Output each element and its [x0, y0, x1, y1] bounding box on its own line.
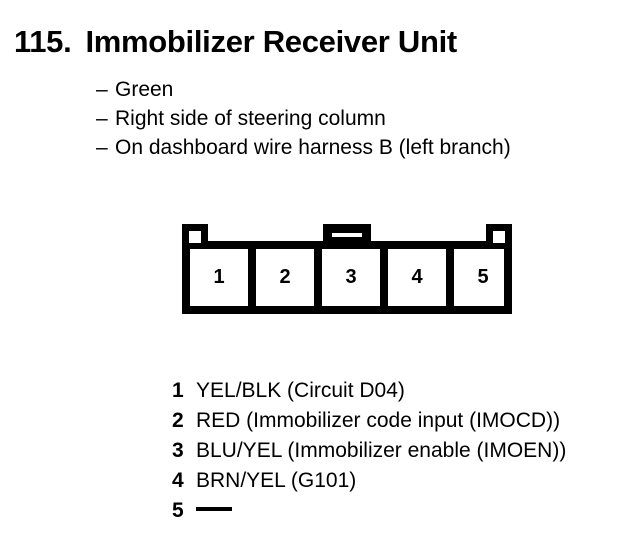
- connector-notch-right-icon: [486, 224, 512, 249]
- cavity-label-1: 1: [213, 266, 225, 288]
- connector-bottom-edge: [182, 306, 512, 314]
- legend-pin-description: YEL/BLK (Circuit D04): [196, 379, 405, 402]
- connector-latch-tab-icon: [323, 224, 371, 249]
- connector-right-edge: [504, 241, 512, 314]
- legend-pin-description: RED (Immobilizer code input (IMOCD)): [196, 409, 561, 432]
- pin-legend: 1 YEL/BLK (Circuit D04) 2 RED (Immobiliz…: [172, 376, 566, 526]
- dash-icon: –: [96, 107, 108, 130]
- cavity-divider: [380, 249, 388, 306]
- legend-row: 4 BRN/YEL (G101): [172, 466, 566, 496]
- unused-pin-rule-icon: [196, 507, 232, 511]
- cavity-label-3: 3: [345, 266, 357, 288]
- legend-pin-number: 5: [172, 499, 184, 522]
- notch-hole: [189, 231, 201, 243]
- notch-hole: [493, 231, 505, 243]
- legend-pin-number: 2: [172, 409, 184, 432]
- legend-pin-number: 3: [172, 439, 184, 462]
- cavity-label-5: 5: [477, 266, 489, 288]
- list-item: – On dashboard wire harness B (left bran…: [96, 133, 511, 162]
- cavity-label-4: 4: [411, 266, 423, 288]
- section-number: 115.: [14, 24, 72, 59]
- cavity-divider: [248, 249, 256, 306]
- legend-pin-number: 4: [172, 469, 184, 492]
- dash-icon: –: [96, 136, 108, 159]
- connector-notch-left-icon: [182, 224, 208, 249]
- list-item-label: Right side of steering column: [115, 107, 386, 130]
- legend-pin-description: BLU/YEL (Immobilizer enable (IMOEN)): [196, 439, 567, 462]
- list-item-label: On dashboard wire harness B (left branch…: [115, 136, 511, 159]
- connector-left-edge: [182, 241, 190, 314]
- legend-row: 1 YEL/BLK (Circuit D04): [172, 376, 566, 406]
- list-item-label: Green: [115, 78, 174, 101]
- cavity-divider: [446, 249, 454, 306]
- page-title: 115. Immobilizer Receiver Unit: [14, 24, 457, 60]
- list-item: – Right side of steering column: [96, 104, 511, 133]
- connector-diagram: 1 2 3 4 5: [182, 224, 512, 314]
- latch-slot: [332, 233, 362, 237]
- list-item: – Green: [96, 75, 511, 104]
- legend-row: 5: [172, 496, 566, 526]
- attribute-list: – Green – Right side of steering column …: [96, 75, 511, 162]
- legend-pin-description: BRN/YEL (G101): [196, 469, 357, 492]
- legend-row: 3 BLU/YEL (Immobilizer enable (IMOEN)): [172, 436, 566, 466]
- section-title-text: Immobilizer Receiver Unit: [85, 24, 457, 59]
- legend-pin-number: 1: [172, 379, 184, 402]
- dash-icon: –: [96, 78, 108, 101]
- cavity-label-2: 2: [279, 266, 291, 288]
- legend-pin-description: [196, 496, 232, 526]
- cavity-divider: [314, 249, 322, 306]
- legend-row: 2 RED (Immobilizer code input (IMOCD)): [172, 406, 566, 436]
